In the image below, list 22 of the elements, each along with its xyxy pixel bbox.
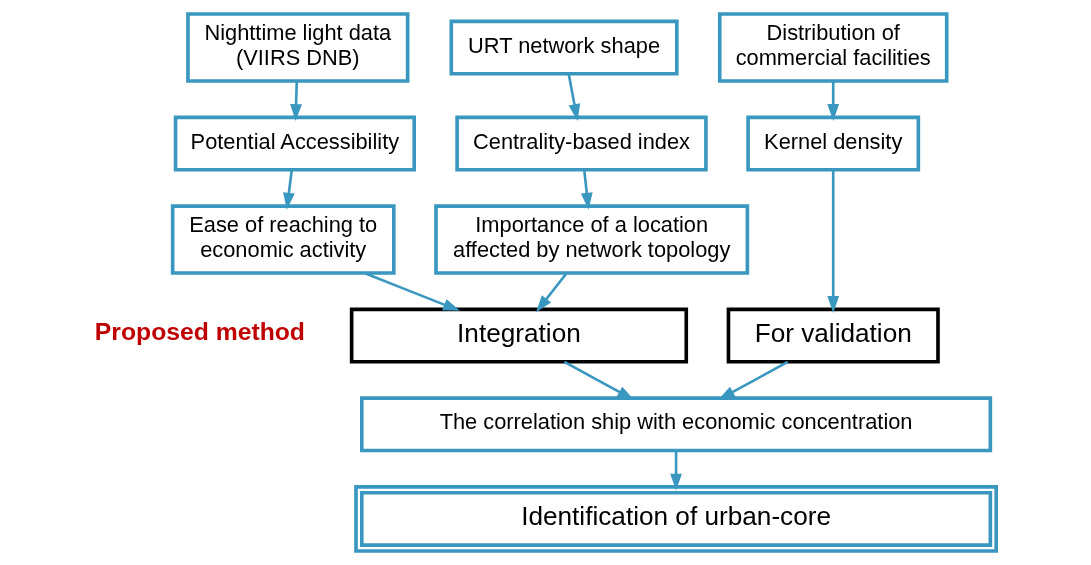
arrow	[567, 73, 581, 121]
arrow	[670, 450, 682, 491]
node-box: Ease of reaching to economic activity	[170, 204, 396, 275]
node-box: Importance of a location affected by network topology	[434, 204, 750, 275]
arrow	[290, 81, 302, 121]
node-box: Centrality-based index	[455, 115, 708, 172]
node-box: For validation	[726, 307, 940, 364]
node-box: The correlation ship with economic concentration	[360, 396, 993, 453]
arrow	[363, 271, 460, 311]
arrow	[283, 169, 295, 210]
arrow	[827, 81, 840, 121]
node-label: Proposed method	[94, 318, 305, 346]
node-box: Kernel density	[746, 115, 921, 172]
node-box: Identification of urban-core	[354, 485, 998, 553]
arrow	[827, 170, 840, 313]
node-box: Distribution of commercial facilities	[717, 12, 949, 83]
node-box: Potential Accessibility	[173, 115, 416, 172]
arrow	[536, 272, 568, 313]
arrow	[580, 169, 593, 210]
node-box: Integration	[349, 307, 689, 364]
node-box: Nighttime light data (VIIRS DNB)	[186, 12, 410, 83]
node-box: URT network shape	[449, 19, 679, 76]
